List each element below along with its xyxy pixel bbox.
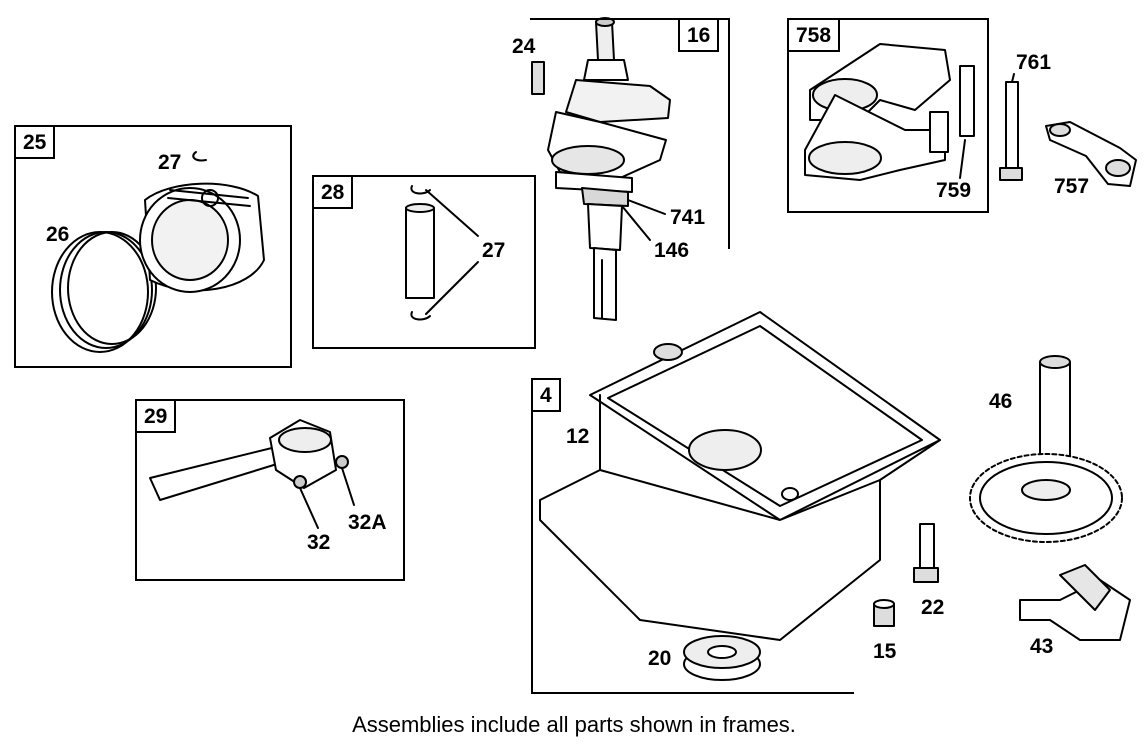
part-label-27-piston: 27 — [158, 151, 182, 174]
frame-wrist-pin: 28 — [312, 175, 536, 349]
piston-rings-part-26 — [51, 231, 157, 353]
connecting-rod-part-29 — [149, 419, 355, 529]
frame-label-16: 16 — [678, 18, 720, 52]
part-label-761: 761 — [1016, 51, 1052, 74]
part-label-27-pin: 27 — [482, 239, 506, 262]
part-label-46: 46 — [989, 390, 1013, 413]
link-rod-part-757 — [1045, 121, 1137, 187]
screw-part-22 — [913, 523, 939, 583]
connecting-rod-blocks-part-758 — [804, 43, 975, 181]
part-label-43: 43 — [1030, 635, 1054, 658]
key-part-24 — [531, 61, 545, 95]
part-label-15: 15 — [873, 640, 897, 663]
part-label-12: 12 — [566, 425, 590, 448]
crankcase-sump-part-4 — [539, 311, 941, 641]
part-label-759: 759 — [936, 179, 972, 202]
frame-piston: 25 — [14, 125, 292, 368]
wrist-pin-part-28 — [405, 185, 479, 321]
camshaft-gear-part-46 — [969, 355, 1123, 543]
part-label-22: 22 — [921, 596, 945, 619]
part-label-20: 20 — [648, 647, 672, 670]
bolt-part-761 — [999, 73, 1023, 181]
piston-part-25 — [139, 151, 265, 293]
part-label-757: 757 — [1054, 175, 1090, 198]
drain-plug-part-15 — [873, 599, 895, 627]
crankshaft-part-16 — [547, 17, 671, 321]
diagram-caption: Assemblies include all parts shown in fr… — [352, 712, 796, 737]
part-label-741: 741 — [670, 206, 706, 229]
oil-seal-part-20 — [683, 635, 761, 681]
part-label-24: 24 — [512, 35, 536, 58]
frame-label-4: 4 — [531, 378, 561, 412]
frame-label-25: 25 — [14, 125, 56, 159]
part-label-26: 26 — [46, 223, 70, 246]
part-label-32a: 32A — [348, 511, 387, 534]
frame-label-29: 29 — [135, 399, 177, 433]
frame-label-758: 758 — [787, 18, 841, 52]
part-label-32: 32 — [307, 531, 331, 554]
frame-rod-assembly: 758 — [787, 18, 989, 213]
frame-crankshaft: 16 — [530, 18, 730, 249]
frame-label-28: 28 — [312, 175, 354, 209]
frame-connecting-rod: 29 — [135, 399, 405, 581]
frame-sump: 4 — [531, 378, 854, 694]
governor-assembly-part-43 — [1019, 564, 1131, 641]
part-label-146: 146 — [654, 239, 690, 262]
